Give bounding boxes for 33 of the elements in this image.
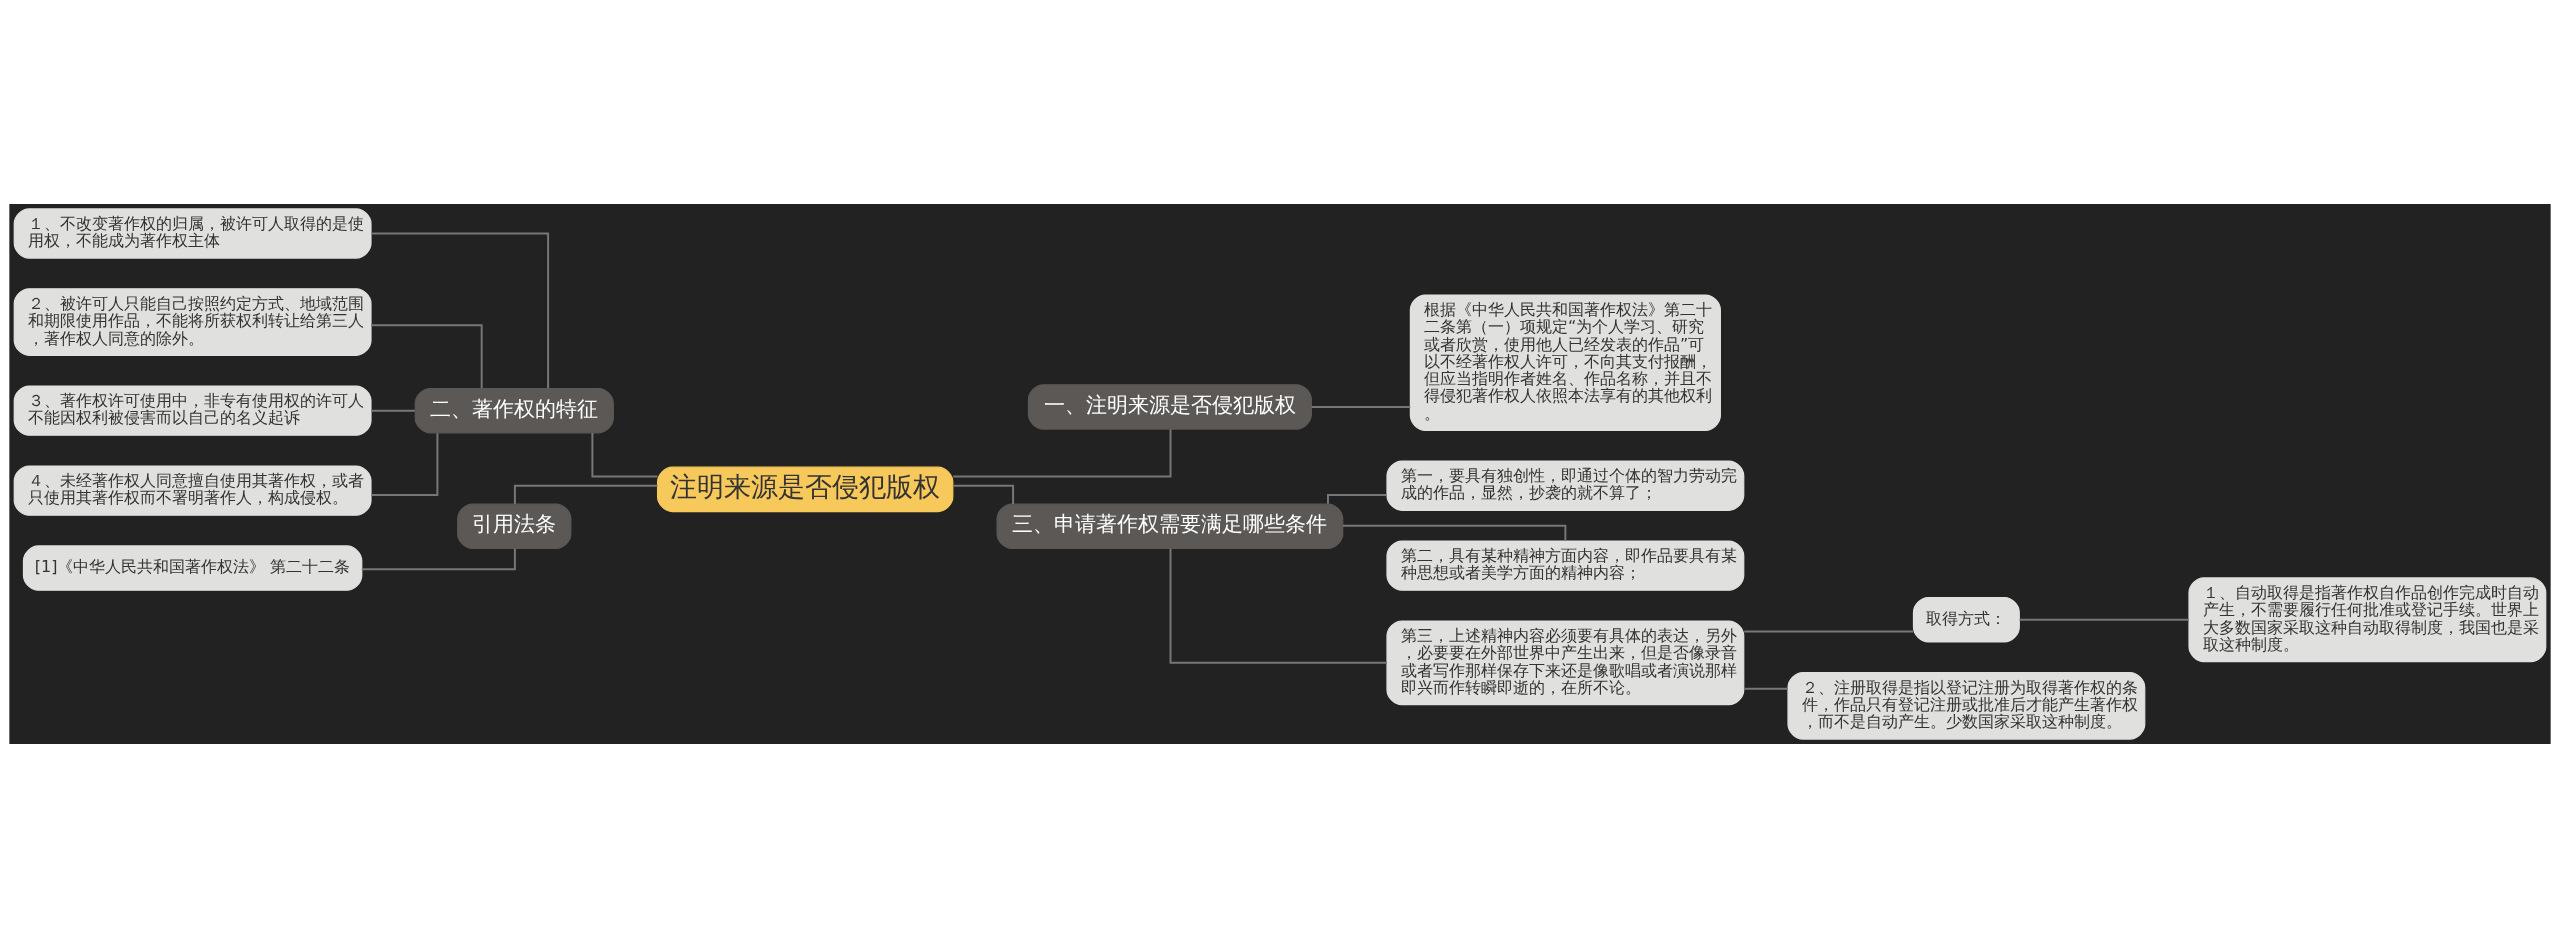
node-box: 取得方式：	[1912, 596, 2020, 642]
connector	[370, 232, 550, 389]
connector	[951, 484, 1015, 505]
connector	[370, 431, 439, 496]
node-box: 根据《中华人民共和国著作权法》第二十二条第（一）项规定“为个人学习、研究或者欣赏，使用他人已经发表的作品”可以不经著作权人许可，不向其支付报酬，但应当指明作者姓名、作品名称，并且不得侵犯著作权人依照本法享有的其他权利。	[1409, 293, 1721, 431]
node-box: １、不改变著作权的归属，被许可人取得的是使用权，不能成为著作权主体	[13, 207, 372, 259]
node-box: 第三，上述精神内容必须要有具体的表达，另外，必要要在外部世界中产生出来，但是否像录音或者写作那样保存下来还是像歌唱或者演说那样即兴而作转瞬即逝的，在所不论。	[1386, 619, 1745, 705]
connector	[1310, 405, 1412, 408]
node-box: [1]《中华人民共和国著作权法》 第二十二条	[22, 544, 363, 591]
connector	[1743, 629, 1915, 632]
connector	[952, 427, 1172, 477]
connector	[370, 409, 416, 412]
node-box: 二、著作权的特征	[414, 387, 614, 433]
node-box: ４、未经著作权人同意擅自使用其著作权，或者只使用其著作权而不署明著作人，构成侵权。	[13, 464, 372, 516]
connector	[1743, 687, 1789, 690]
node-box: ２、被许可人只能自己按照约定方式、地域范围和期限使用作品，不能将所获权利转让给第三人，著作权人同意的除外。	[13, 287, 372, 356]
connector	[360, 547, 516, 570]
node-box: 引用法条	[457, 503, 572, 549]
connector	[1327, 493, 1388, 505]
connector	[591, 431, 659, 477]
connector	[1341, 524, 1567, 542]
node-box: 三、申请著作权需要满足哪些条件	[996, 503, 1344, 549]
node-box: １、自动取得是指著作权自作品创作完成时自动产生，不需要履行任何批准或登记手续。世界上大多数国家采取这种自动取得制度，我国也是采取这种制度。	[2188, 576, 2547, 662]
connector	[2018, 618, 2190, 621]
node-box: 第二，具有某种精神方面内容，即作品要具有某种思想或者美学方面的精神内容；	[1386, 539, 1745, 591]
connector	[513, 484, 659, 505]
node-box: 一、注明来源是否侵犯版权	[1027, 383, 1312, 430]
node-box: 注明来源是否侵犯版权	[656, 466, 954, 512]
connector	[370, 323, 483, 389]
connector	[1169, 547, 1388, 664]
node-box: 第一，要具有独创性，即通过个体的智力劳动完成的作品，显然，抄袭的就不算了；	[1386, 459, 1745, 511]
node-box: ２、注册取得是指以登记注册为取得著作权的条件，作品只有登记注册或批准后才能产生著作权，而不是自动产生。少数国家采取这种制度。	[1787, 671, 2146, 740]
node-box: ３、著作权许可使用中，非专有使用权的许可人不能因权利被侵害而以自己的名义起诉	[13, 384, 372, 436]
